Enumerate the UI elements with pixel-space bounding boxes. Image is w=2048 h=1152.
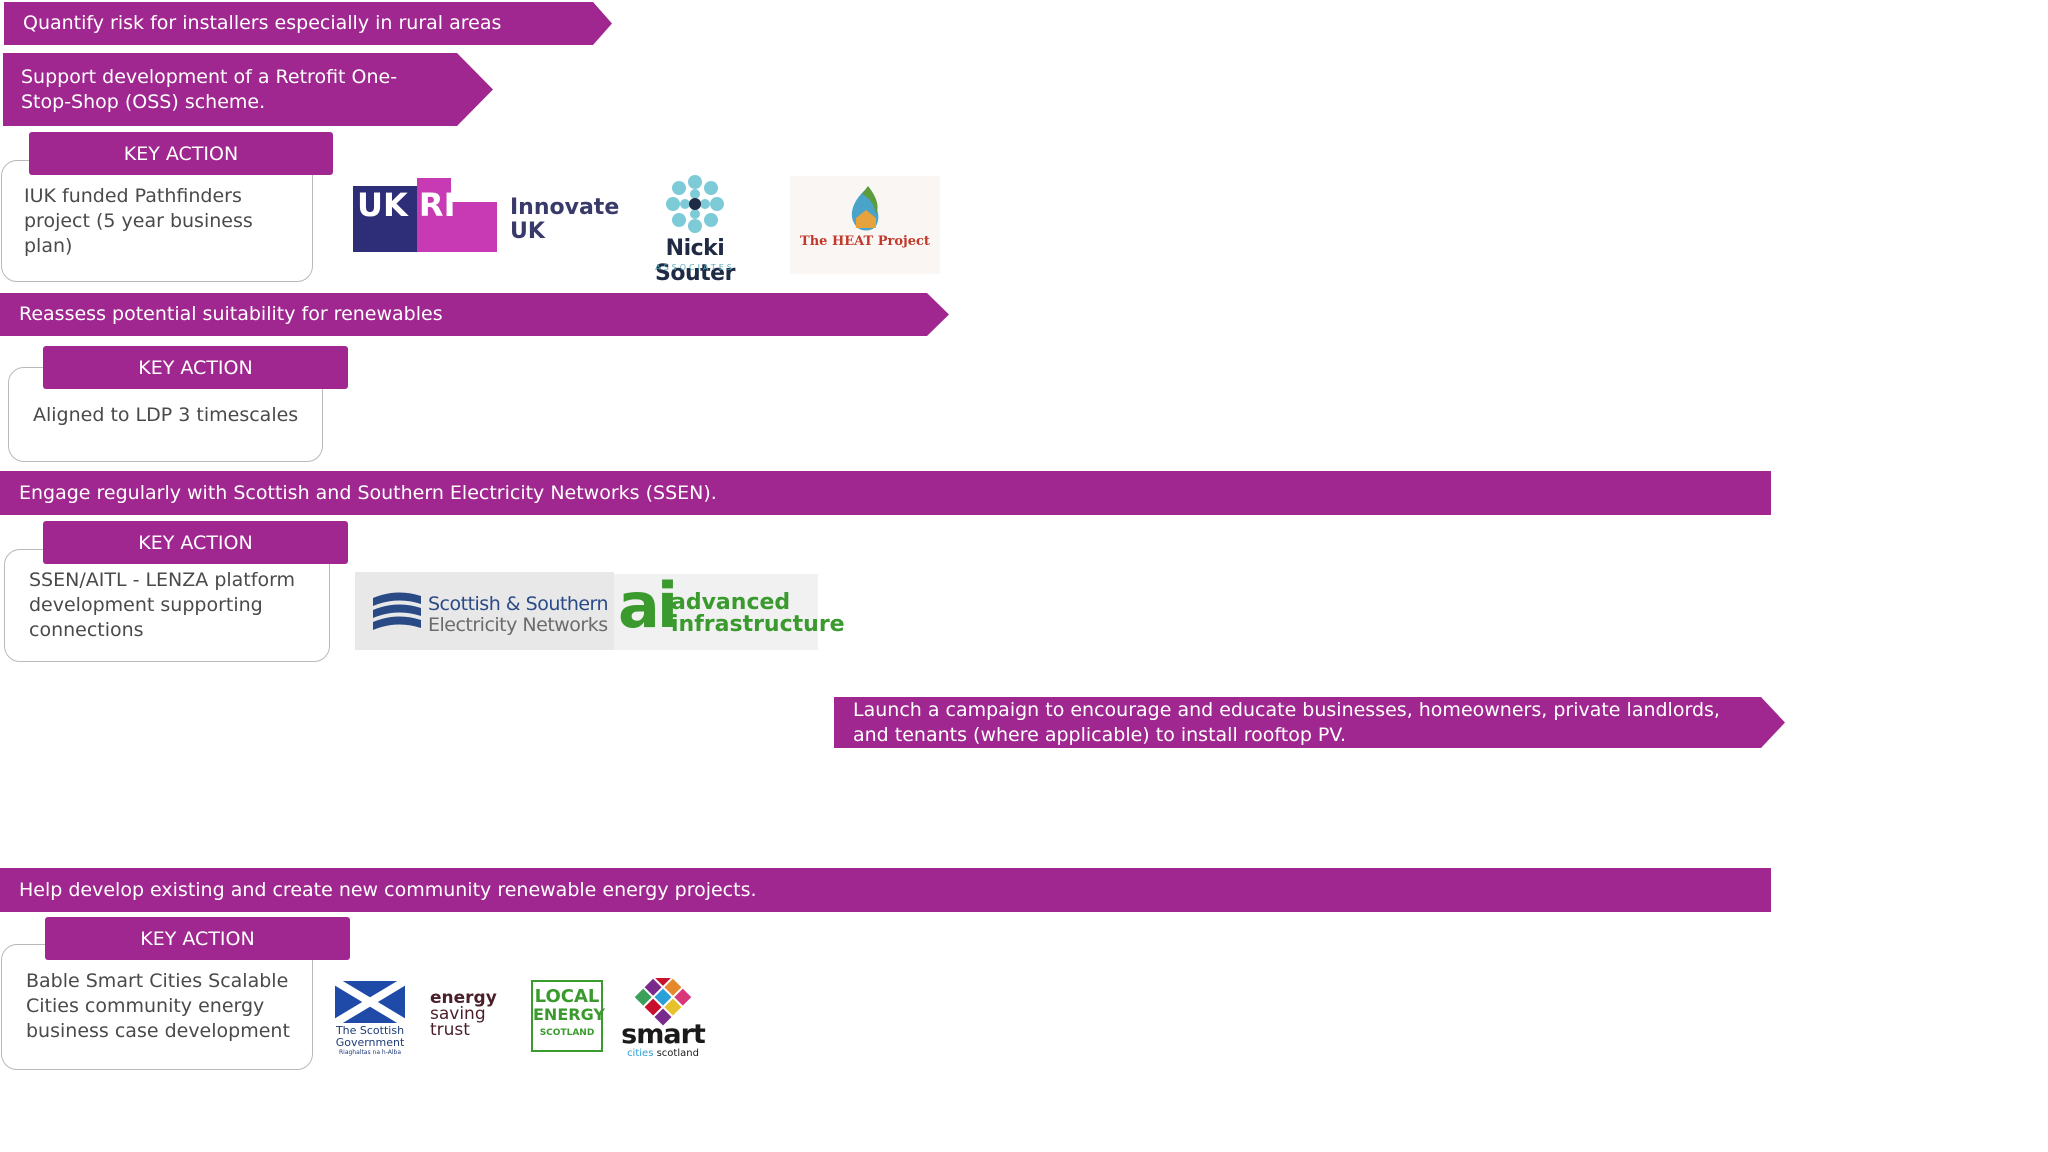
local-energy-scotland-logo: LOCAL ENERGY SCOTLAND <box>531 980 605 1052</box>
est-line1: energy <box>430 988 497 1008</box>
key-action-label: KEY ACTION <box>43 346 348 389</box>
innovate-uk-line1: Innovate <box>510 195 620 220</box>
est-line2: saving <box>430 1004 486 1024</box>
saltire-icon <box>335 981 405 1023</box>
banner-retrofit-oss: Support development of a Retrofit One-St… <box>3 53 493 126</box>
key-action-label: KEY ACTION <box>29 132 333 175</box>
smart-cities-sub1: cities <box>627 1048 654 1059</box>
ai-mark: ai <box>618 569 678 642</box>
key-action-box-bable: Bable Smart Cities Scalable Cities commu… <box>1 944 313 1070</box>
flower-icon <box>666 175 724 233</box>
key-action-label: KEY ACTION <box>43 521 348 564</box>
ukri-text: UK RI <box>357 186 455 224</box>
energy-saving-trust-logo: energy saving trust <box>430 990 500 1046</box>
ssen-line2: Electricity Networks <box>428 614 608 636</box>
banner-quantify-risk: Quantify risk for installers especially … <box>4 2 612 45</box>
ssen-logo: Scottish & Southern Electricity Networks <box>355 572 614 650</box>
banner-rooftop-pv-campaign: Launch a campaign to encourage and educa… <box>834 697 1785 748</box>
key-action-text: Bable Smart Cities Scalable Cities commu… <box>26 970 290 1042</box>
nicki-souter-sub: ASSOCIATES <box>655 263 735 272</box>
nicki-souter-logo: Nicki Souter ASSOCIATES <box>625 172 765 286</box>
scotgov-line3: Riaghaltas na h-Alba <box>338 1049 401 1056</box>
banner-text: Engage regularly with Scottish and South… <box>19 481 717 504</box>
smart-cities-sub: cities scotland <box>621 1048 705 1060</box>
advanced-infrastructure-logo: ai advanced infrastructure <box>614 569 845 650</box>
banner-text: Launch a campaign to encourage and educa… <box>853 698 1720 746</box>
scotgov-line2: Government <box>335 1036 405 1049</box>
ssen-line1: Scottish & Southern <box>428 593 609 615</box>
ssen-wave-icon <box>373 592 421 630</box>
les-line3: SCOTLAND <box>539 1028 595 1038</box>
innovate-uk-logo: Innovate UK <box>510 196 619 244</box>
banner-community-energy: Help develop existing and create new com… <box>0 868 1771 912</box>
les-line2: ENERGY <box>533 1005 605 1024</box>
banner-engage-ssen: Engage regularly with Scottish and South… <box>0 471 1771 515</box>
heat-project-logo: The HEAT Project <box>790 176 940 274</box>
innovate-uk-line2: UK <box>510 219 545 244</box>
smart-cities-main: smart <box>621 1019 706 1050</box>
banner-text: Support development of a Retrofit One-St… <box>21 65 398 113</box>
banner-text: Quantify risk for installers especially … <box>23 12 502 34</box>
scottish-government-logo: The Scottish Government Riaghaltas na h-… <box>332 981 408 1059</box>
key-action-box-lenza: SSEN/AITL - LENZA platform development s… <box>4 549 330 662</box>
smart-cities-scotland-logo: smart cities scotland <box>621 978 706 1062</box>
ukri-logo: UK RI <box>353 178 497 258</box>
ai-line2: infrastructure <box>671 612 845 637</box>
banner-reassess-renewables: Reassess potential suitability for renew… <box>0 293 949 336</box>
banner-text: Help develop existing and create new com… <box>19 878 757 901</box>
heat-project-text: The HEAT Project <box>800 234 930 249</box>
smart-cities-diamond-icon <box>634 978 692 1026</box>
key-action-box-pathfinders: IUK funded Pathfinders project (5 year b… <box>1 160 313 282</box>
est-line3: trust <box>430 1020 470 1040</box>
key-action-text: IUK funded Pathfinders project (5 year b… <box>24 185 253 257</box>
ai-line1: advanced <box>671 590 791 615</box>
key-action-text: SSEN/AITL - LENZA platform development s… <box>29 569 296 641</box>
nicki-souter-name: Nicki Souter <box>655 236 735 286</box>
key-action-text: Aligned to LDP 3 timescales <box>33 404 299 426</box>
key-action-label: KEY ACTION <box>45 917 350 960</box>
banner-text: Reassess potential suitability for renew… <box>19 303 443 325</box>
scotgov-line1: The Scottish <box>335 1024 405 1037</box>
house-flame-icon <box>851 186 879 231</box>
les-line1: LOCAL <box>534 986 600 1007</box>
smart-cities-sub2: scotland <box>656 1048 699 1059</box>
